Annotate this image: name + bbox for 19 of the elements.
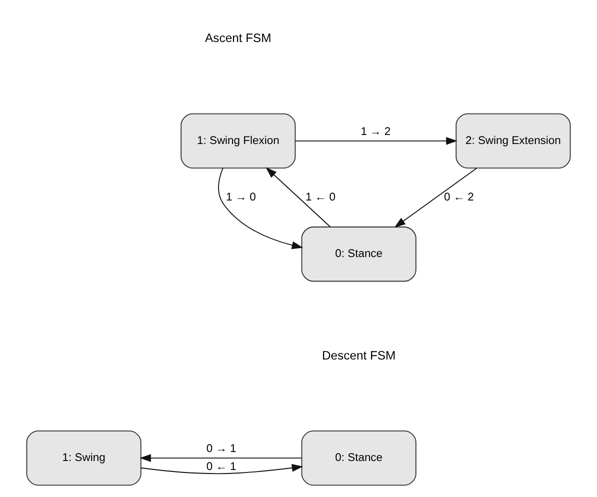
edge-label: 1 ← 0 bbox=[306, 191, 336, 204]
label: Descent FSM bbox=[322, 348, 396, 362]
node-box: 1: Swing Flexion bbox=[180, 113, 296, 169]
arrow bbox=[140, 464, 304, 474]
edge-label: 0 → 1 bbox=[206, 443, 236, 456]
arrow bbox=[295, 136, 458, 145]
node-box: 2: Swing Extension bbox=[456, 113, 571, 169]
arrow bbox=[140, 454, 302, 462]
node-box: 0: Stance bbox=[301, 226, 416, 282]
arrow bbox=[266, 167, 330, 228]
label: Ascent FSM bbox=[205, 31, 272, 46]
edge-label: 1 → 2 bbox=[360, 126, 391, 138]
node-box: 0: Stance bbox=[301, 430, 416, 486]
edge-label: 1 → 0 bbox=[226, 191, 256, 204]
edge-label: 0 ← 2 bbox=[444, 191, 474, 204]
edge-label: 0 ← 1 bbox=[206, 460, 236, 473]
arrow bbox=[218, 168, 304, 250]
node-box: 1: Swing bbox=[26, 430, 142, 486]
arrow bbox=[394, 168, 478, 228]
